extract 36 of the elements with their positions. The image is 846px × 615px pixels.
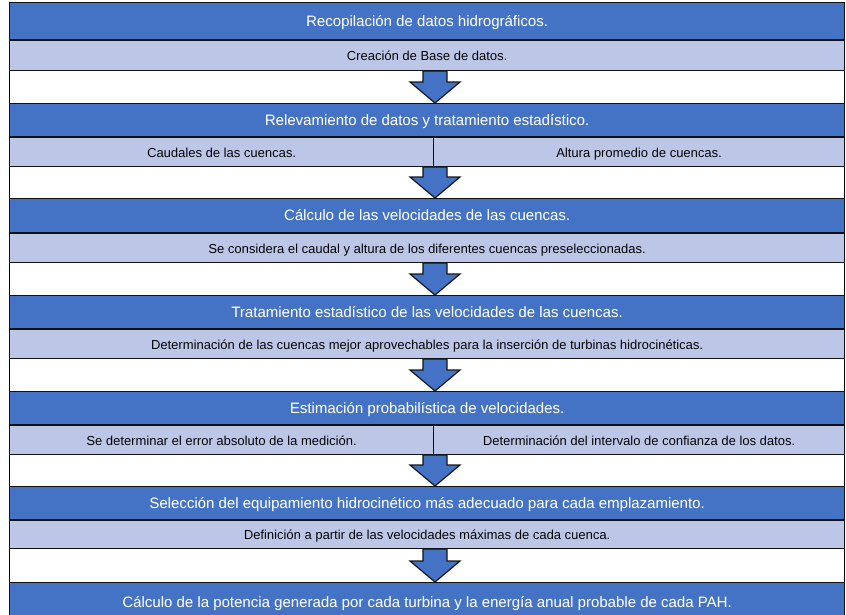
step-detail: Altura promedio de cuencas. xyxy=(556,144,722,160)
step-detail: Determinación de las cuencas mejor aprovechables para la inserción de turbinas hidrocinéticas. xyxy=(150,336,704,352)
step-title: Cálculo de las velocidades de las cuencas. xyxy=(284,207,570,224)
step-title: Relevamiento de datos y tratamiento estadístico. xyxy=(264,112,590,128)
block-arrow xyxy=(408,262,462,296)
step-title: Cálculo de la potencia generada por cada turbina y la energía anual probable de cada PAH. xyxy=(122,594,732,610)
step-detail: Definición a partir de las velocidades máximas de cada cuenca. xyxy=(244,527,610,542)
step-title: Recopilación de datos hidrográficos. xyxy=(306,12,548,30)
step-detail: Determinación del intervalo de confianza de los datos. xyxy=(482,432,796,448)
block-arrow xyxy=(408,166,462,199)
detail-band xyxy=(9,520,845,549)
block-arrow xyxy=(408,358,462,392)
block-arrow xyxy=(408,454,462,487)
detail-band xyxy=(433,137,845,167)
step-band xyxy=(9,391,845,425)
detail-band xyxy=(9,425,434,455)
block-arrow xyxy=(408,70,462,104)
detail-band xyxy=(9,233,845,263)
detail-band xyxy=(9,329,845,359)
step-title: Tratamiento estadístico de las velocidades de las cuencas. xyxy=(231,304,623,320)
step-detail: Se determinar el error absoluto de la medición. xyxy=(86,432,357,448)
detail-band xyxy=(433,425,845,455)
detail-band xyxy=(9,137,434,167)
block-arrow xyxy=(408,548,462,583)
step-title: Selección del equipamiento hidrocinético más adecuado para cada emplazamiento. xyxy=(149,494,705,512)
step-title: Estimación probabilística de velocidades. xyxy=(290,400,564,416)
step-band xyxy=(9,582,845,615)
step-detail: Creación de Base de datos. xyxy=(346,48,508,63)
step-band xyxy=(9,2,845,40)
step-detail: Caudales de las cuencas. xyxy=(147,144,296,160)
step-detail: Se considera el caudal y altura de los diferentes cuencas preseleccionadas. xyxy=(208,240,646,256)
detail-band xyxy=(9,40,845,71)
step-band xyxy=(9,198,845,233)
step-band xyxy=(9,295,845,329)
step-band xyxy=(9,486,845,520)
step-band xyxy=(9,103,845,137)
